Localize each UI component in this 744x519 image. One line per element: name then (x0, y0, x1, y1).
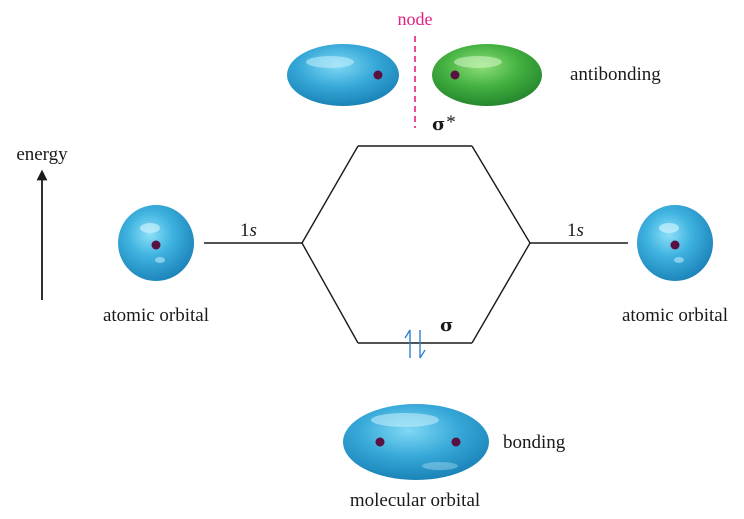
connector-right-lower (471, 242, 531, 344)
energy-levels (204, 145, 628, 344)
sphere-highlight (140, 223, 160, 233)
node-label: node (398, 9, 433, 29)
nucleus-dot (375, 437, 385, 447)
nucleus-dot (450, 70, 460, 80)
sigma-star-label: σ* (432, 112, 456, 135)
left-1s-label: 1s (240, 220, 257, 241)
molecular-orbital-label: molecular orbital (350, 490, 480, 511)
energy-axis: energy (16, 144, 68, 300)
bonding-orbital: bonding molecular orbital (343, 404, 566, 511)
lobe-highlight (454, 56, 502, 68)
ellipse-highlight (371, 413, 439, 427)
connector-left-lower (301, 242, 359, 344)
nucleus-dot (373, 70, 383, 80)
antibonding-label: antibonding (570, 64, 661, 85)
antibonding-lobe-right (432, 44, 542, 106)
left-atomic-label: atomic orbital (103, 305, 209, 326)
spin-down-arrow (419, 330, 426, 359)
sigma-label: σ (440, 315, 453, 336)
nucleus-dot (151, 240, 161, 250)
antibonding-orbital: node antibonding (287, 9, 661, 128)
right-atomic-label: atomic orbital (622, 305, 728, 326)
sphere-highlight (659, 223, 679, 233)
nucleus-dot (670, 240, 680, 250)
bonding-label: bonding (503, 432, 566, 453)
connector-left-upper (301, 145, 359, 244)
sphere-highlight (155, 257, 165, 263)
right-atomic-orbital: atomic orbital (622, 205, 728, 326)
electron-pair (404, 329, 426, 359)
spin-up-arrow (404, 329, 411, 358)
right-1s-label: 1s (567, 220, 584, 241)
sphere-highlight (674, 257, 684, 263)
left-atomic-orbital: atomic orbital (103, 205, 209, 326)
ellipse-highlight (422, 462, 458, 470)
nucleus-dot (451, 437, 461, 447)
connector-right-upper (471, 145, 531, 244)
energy-label: energy (16, 144, 68, 165)
lobe-highlight (306, 56, 354, 68)
